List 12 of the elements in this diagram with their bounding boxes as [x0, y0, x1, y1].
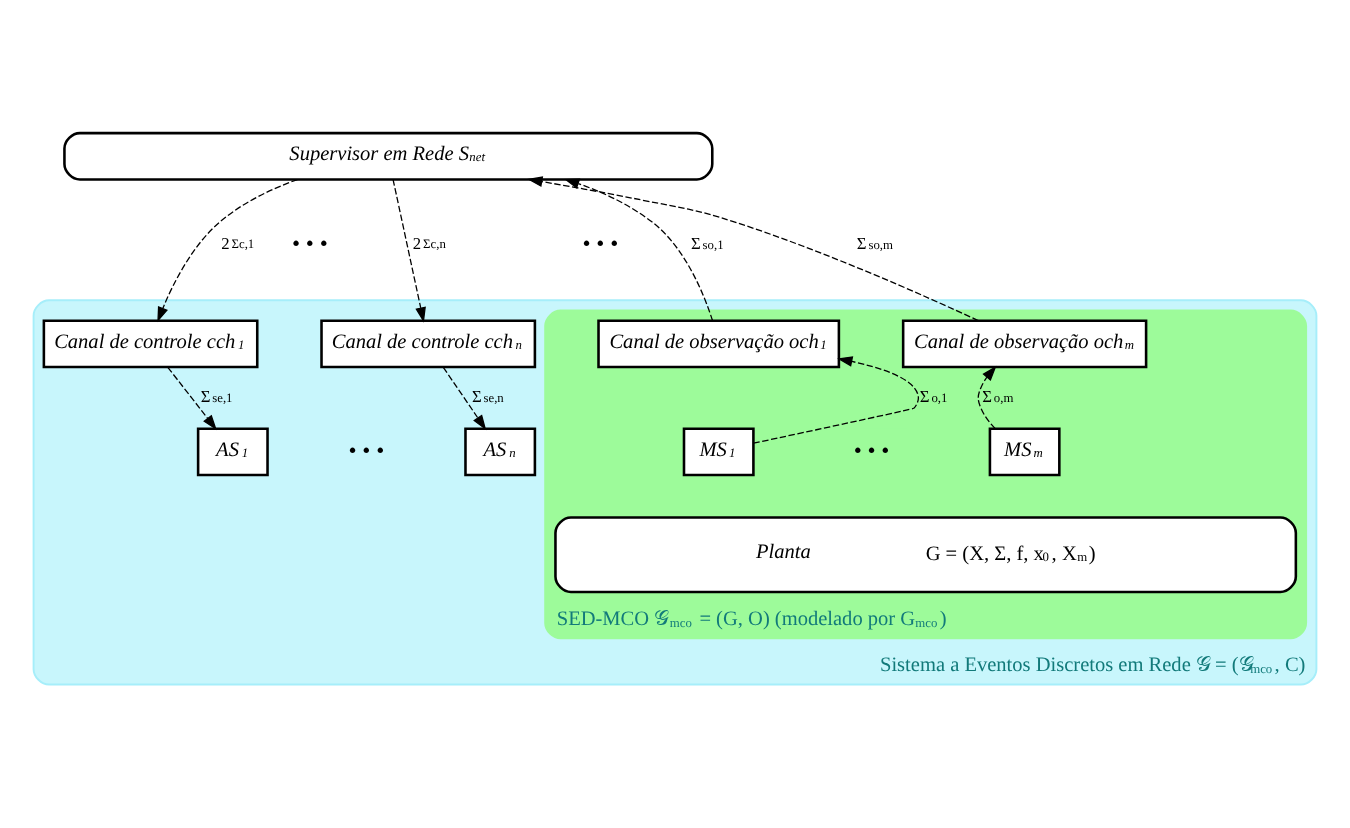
arrow [157, 178, 299, 323]
arrow [392, 178, 426, 323]
label: • • • [582, 230, 619, 257]
arrow [167, 366, 217, 431]
arrow [563, 178, 714, 322]
arrow [442, 366, 487, 431]
arrow [977, 365, 997, 430]
label: • • • [291, 230, 328, 257]
label: • • • [348, 437, 385, 464]
arrow [752, 356, 920, 444]
arrow [527, 176, 979, 322]
label: • • • [853, 437, 890, 464]
